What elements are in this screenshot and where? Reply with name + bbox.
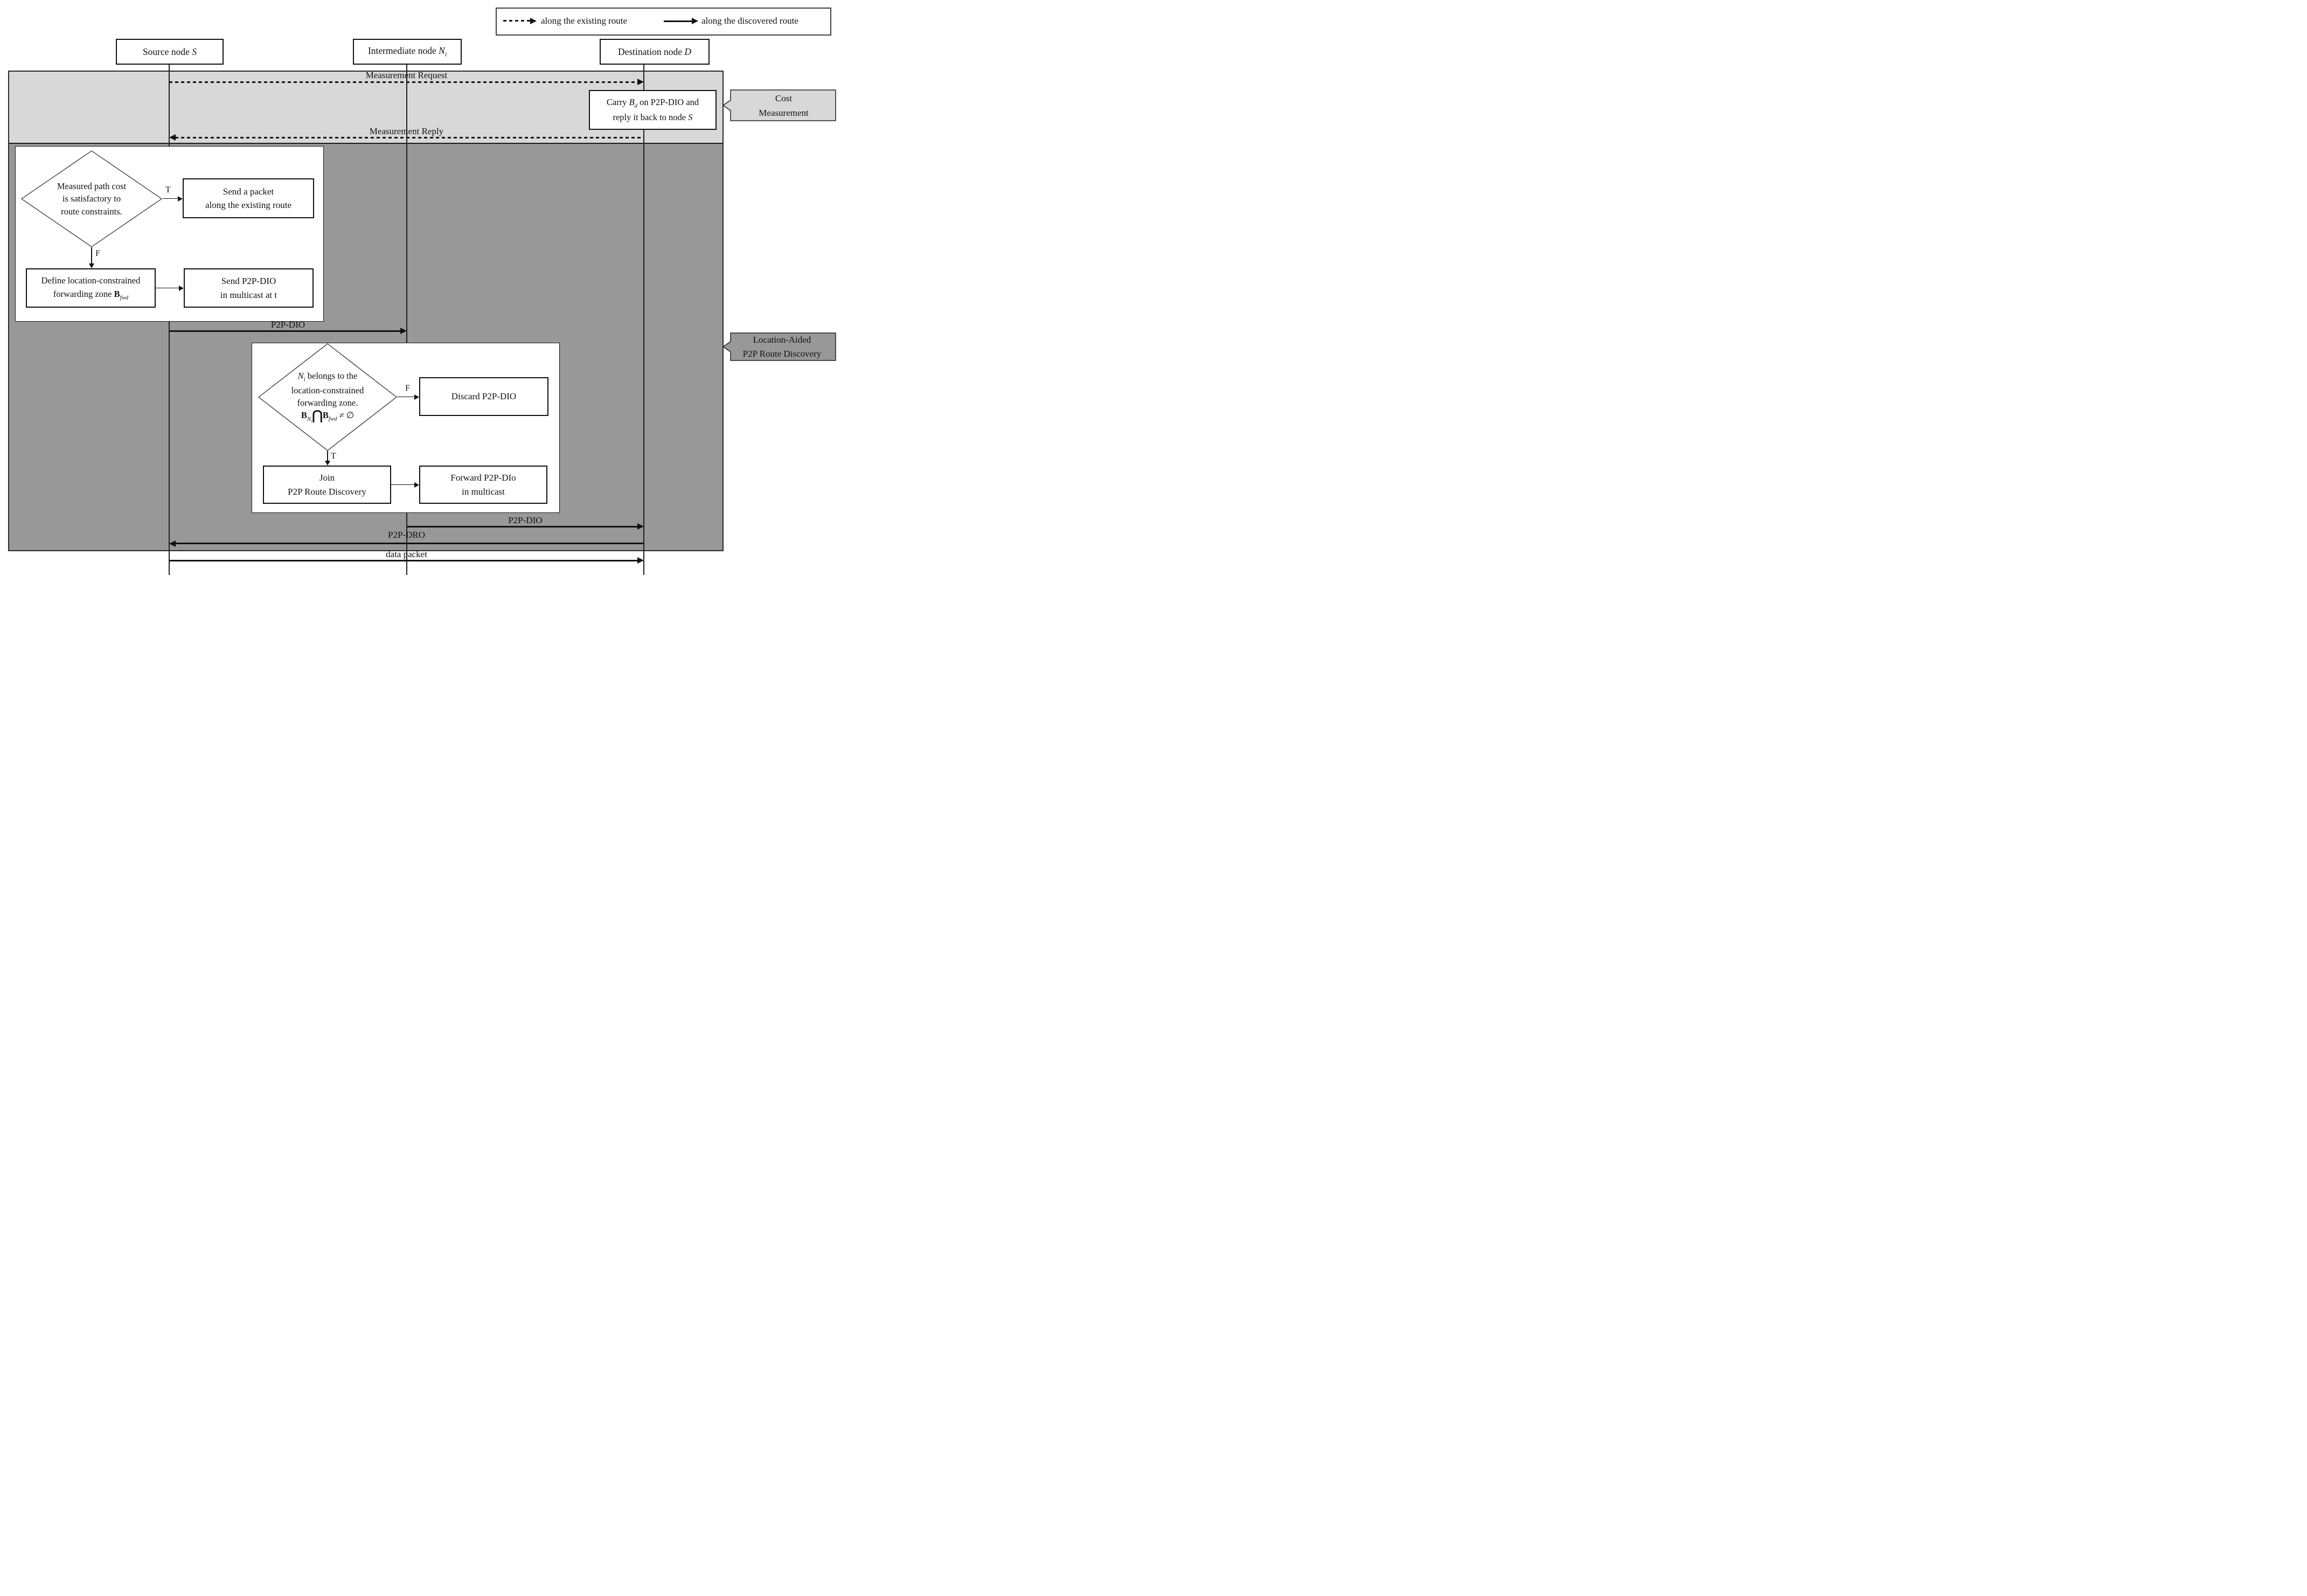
dashed-arrowhead-icon [530, 18, 537, 24]
intermediate-lifeline [406, 65, 407, 575]
intermediate-node-label: Intermediate node Ni [367, 45, 447, 58]
send-dio-box: Send P2P-DIO in multicast at t [184, 268, 314, 308]
legend [496, 8, 831, 36]
solid-arrow-icon [664, 20, 692, 22]
p2p-dro-arrow [175, 543, 644, 545]
define-to-send-arrowhead-icon [179, 285, 184, 291]
destination-note-line1: Carry Bd on P2P-DIO and [606, 97, 699, 109]
source-node-label: Source node S [142, 46, 197, 57]
join-to-forward-arrowhead-icon [414, 482, 419, 488]
source-true-label: T [165, 185, 171, 195]
source-node-box: Source node S [116, 39, 224, 65]
dashed-arrow-icon [503, 20, 530, 22]
p2p-dro-label: P2P-DRO [388, 530, 425, 540]
source-true-connector [163, 198, 178, 199]
intersection-formula: BNi⋂Bfwd ≠ ∅ [301, 409, 355, 424]
define-to-send-connector [156, 287, 179, 289]
route-discovery-callout [722, 332, 836, 361]
legend-dashed-label: along the existing route [541, 16, 628, 26]
p2p-dro-arrowhead-icon [169, 540, 176, 547]
measurement-reply-arrowhead-icon [169, 134, 176, 141]
intermediate-node-box: Intermediate node Ni [353, 39, 462, 65]
measurement-reply-arrow [175, 136, 644, 138]
source-decision-diamond [21, 150, 162, 247]
measurement-request-arrowhead-icon [637, 79, 644, 85]
p2p-dio-forward-label: P2P-DIO [508, 515, 543, 525]
data-packet-arrow [169, 559, 638, 561]
solid-arrowhead-icon [692, 18, 698, 24]
intermediate-decision-diamond [258, 343, 397, 451]
source-decision-text: Measured path cost is satisfactory to ro… [57, 181, 127, 217]
send-packet-box: Send a packet along the existing route [183, 178, 314, 218]
intermediate-true-label: T [331, 452, 336, 461]
destination-note-box: Carry Bd on P2P-DIO and reply it back to… [589, 90, 717, 130]
intermediate-false-arrowhead-icon [414, 394, 419, 400]
cost-measurement-callout [722, 89, 836, 121]
p2p-dio-forward-arrow [407, 525, 638, 528]
destination-node-box: Destination node D [600, 39, 710, 65]
source-false-connector [91, 247, 92, 264]
measurement-request-label: Measurement Request [365, 70, 448, 80]
measurement-request-arrow [169, 81, 638, 83]
measurement-reply-label: Measurement Reply [369, 126, 444, 136]
join-to-forward-connector [391, 484, 414, 485]
destination-node-label: Destination node D [617, 46, 692, 57]
discard-dio-box: Discard P2P-DIO [419, 377, 548, 416]
p2p-dio-source-label: P2P-DIO [270, 320, 305, 330]
intermediate-false-label: F [405, 384, 410, 393]
sequence-flow-diagram: along the existing route along the disco… [0, 0, 841, 582]
define-zone-box: Define location-constrained forwarding z… [26, 268, 156, 308]
source-true-arrowhead-icon [178, 196, 183, 202]
legend-solid-label: along the discovered route [701, 16, 798, 26]
p2p-dio-source-arrow [169, 330, 401, 332]
data-packet-arrowhead-icon [637, 557, 644, 564]
source-false-label: F [95, 249, 100, 258]
intermediate-true-arrowhead-icon [325, 461, 330, 466]
source-false-arrowhead-icon [89, 263, 94, 268]
data-packet-label: data packet [386, 549, 427, 559]
forward-dio-box: Forward P2P-DIo in multicast [419, 466, 547, 504]
destination-lifeline [643, 65, 644, 575]
p2p-dio-source-arrowhead-icon [400, 328, 407, 334]
join-discovery-box: Join P2P Route Discovery [263, 466, 391, 504]
intersection-icon: ⋂ [312, 409, 323, 424]
destination-note-line2: reply it back to node S [613, 112, 693, 123]
intermediate-true-connector [327, 451, 328, 461]
intermediate-decision-text: Ni belongs to the location-constrained f… [266, 370, 390, 425]
p2p-dio-forward-arrowhead-icon [637, 523, 644, 530]
intermediate-false-connector [397, 396, 414, 398]
route-discovery-callout-text: Location-Aided P2P Route Discovery [742, 335, 822, 359]
cost-measurement-callout-text: Cost Measurement [759, 93, 809, 119]
